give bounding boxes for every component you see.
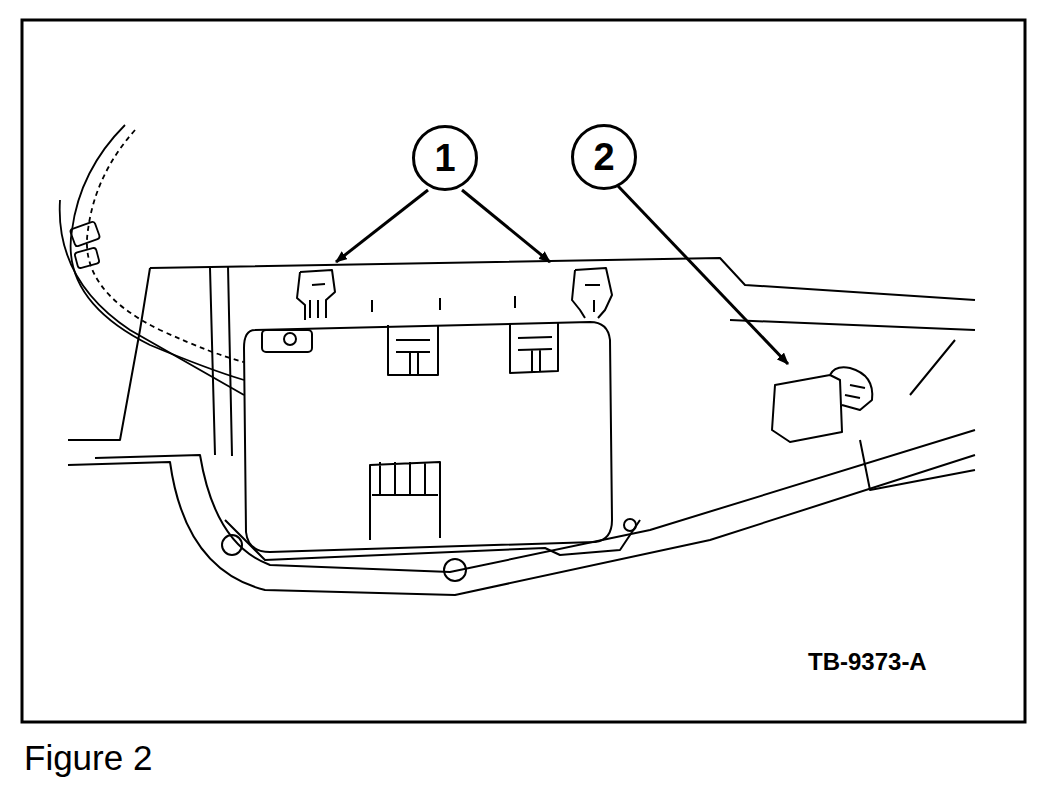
- leader-lines: [336, 186, 788, 364]
- retaining-clip: [572, 268, 612, 318]
- leader-arrow: [618, 186, 788, 364]
- panel-rib: [210, 266, 232, 456]
- figure-frame: [22, 20, 1025, 722]
- harness-connector: [70, 221, 101, 247]
- panel-inner-edge: [95, 430, 975, 572]
- harness-wire: [87, 130, 244, 362]
- mounting-hole: [624, 519, 636, 531]
- wiring-harness: [60, 125, 244, 395]
- callout-number: 1: [434, 139, 455, 177]
- module-vent: [370, 462, 440, 540]
- callout-circle: 1: [412, 125, 478, 191]
- callout-circle: 2: [571, 124, 637, 190]
- mounting-hole: [444, 559, 466, 581]
- callout-number: 2: [593, 138, 614, 176]
- pushpin-retainer: [772, 367, 872, 442]
- panel-contour: [730, 320, 975, 490]
- harness-wire: [71, 125, 244, 380]
- leader-arrow: [462, 190, 550, 262]
- panel-drawing: [68, 258, 975, 595]
- figure-caption: Figure 2: [24, 738, 152, 778]
- drawing-number: TB-9373-A: [808, 648, 927, 676]
- module-tab: [262, 330, 312, 352]
- module-latch: [510, 322, 558, 373]
- mounting-hole: [222, 535, 242, 555]
- retaining-clip: [297, 270, 335, 320]
- module-tab-hole: [284, 333, 296, 345]
- panel-top-edge: [150, 258, 975, 300]
- leader-arrow: [336, 190, 428, 262]
- harness-connector: [74, 247, 99, 268]
- module-housing: [244, 322, 612, 552]
- module-flange: [225, 520, 640, 560]
- module-latch: [388, 325, 438, 375]
- harness-wire: [60, 200, 244, 395]
- panel-mark: [372, 296, 515, 312]
